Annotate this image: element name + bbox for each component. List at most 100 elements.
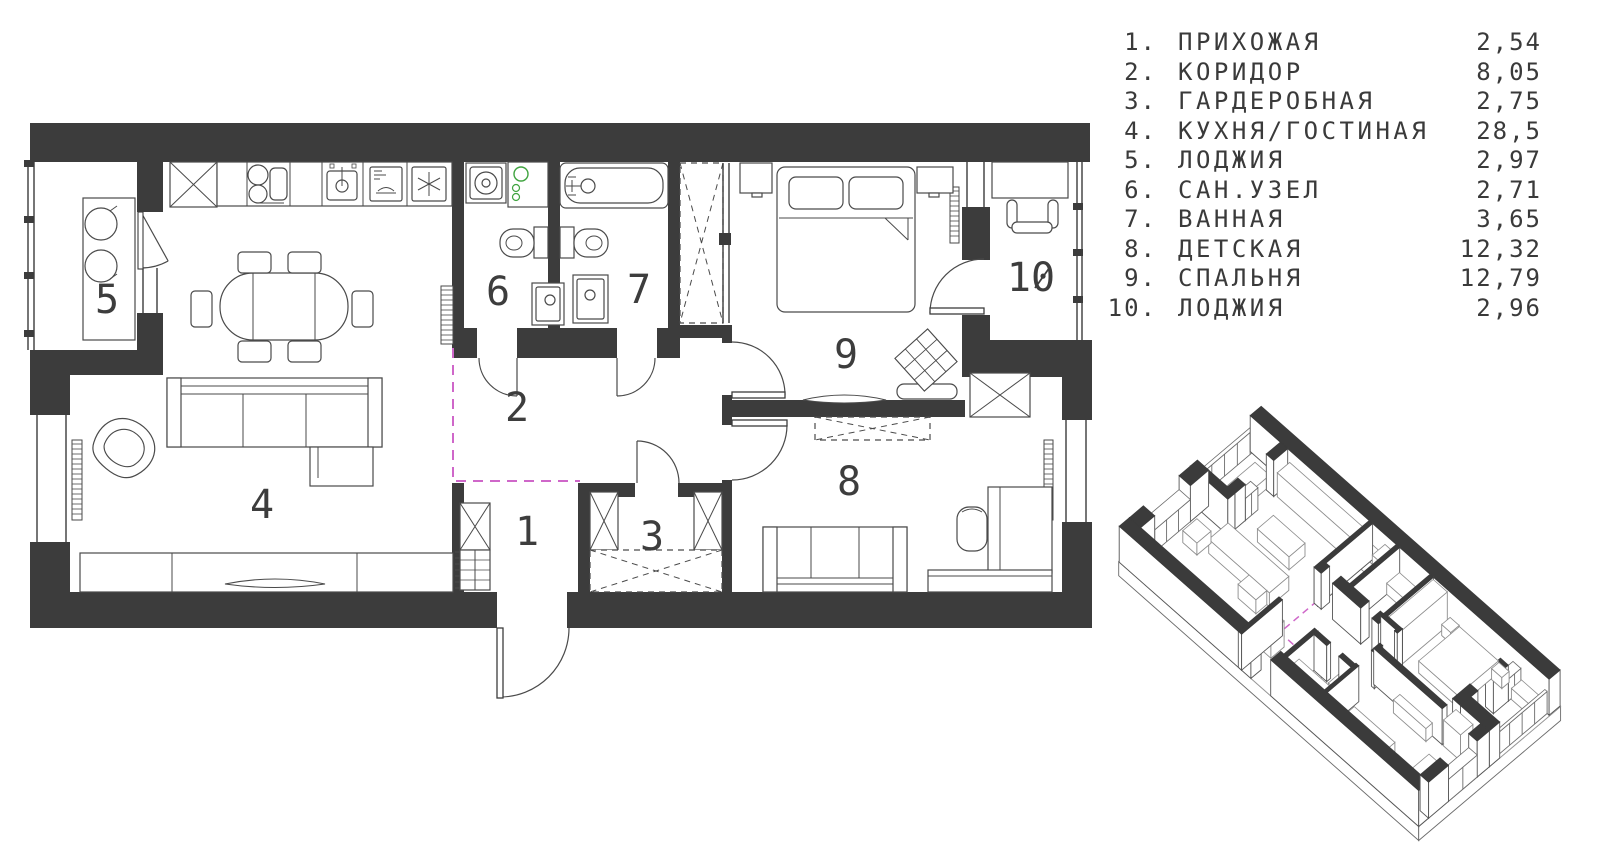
axon-face <box>1178 459 1210 487</box>
furniture <box>219 272 349 341</box>
tv <box>224 578 326 589</box>
wall <box>1062 377 1092 420</box>
legend-row: 7. ВАННАЯ 3,65 <box>1058 205 1542 235</box>
furniture <box>309 446 374 487</box>
legend-room-number: 5. <box>1124 146 1157 174</box>
legend-room-area: 2,75 <box>1476 87 1542 115</box>
room-label-2: 2 <box>505 385 529 431</box>
legend-room-area: 2,71 <box>1476 175 1542 204</box>
wall <box>452 328 477 358</box>
sofa-armrest <box>367 377 383 448</box>
legend-room-number: 3. <box>1124 87 1157 115</box>
legend-room-number: 9. <box>1124 264 1157 292</box>
wall <box>668 162 680 328</box>
legend-room-name: СПАЛЬНЯ <box>1178 264 1304 292</box>
axon-face <box>1313 559 1331 574</box>
legend-room-name: ВАННАЯ <box>1178 205 1286 233</box>
door-leaf <box>496 627 504 699</box>
room-label-3: 3 <box>640 514 664 560</box>
legend-room-area: 3,65 <box>1476 205 1542 233</box>
boiler <box>511 183 521 193</box>
furniture <box>190 290 213 328</box>
furniture-line <box>417 177 441 191</box>
legend-room-name: КУХНЯ/ГОСТИНАЯ <box>1178 116 1430 145</box>
axon-face <box>1393 625 1404 634</box>
furniture <box>533 226 549 259</box>
cabinet-cross <box>589 491 619 551</box>
furniture <box>848 176 904 210</box>
wall <box>30 542 70 592</box>
furniture-circle <box>247 164 269 186</box>
door-leaf <box>731 419 788 427</box>
wall <box>722 325 732 343</box>
axon-face <box>1442 708 1474 736</box>
axon-face <box>1249 405 1561 680</box>
boiler <box>511 192 521 202</box>
axon-face <box>1265 453 1275 498</box>
axon-face <box>1313 630 1332 647</box>
furniture <box>788 176 844 210</box>
radiator <box>71 439 83 521</box>
legend-room-area: 12,79 <box>1459 264 1542 292</box>
axon-face <box>1182 518 1212 544</box>
furniture <box>762 526 908 593</box>
axon-face <box>1313 566 1322 611</box>
furniture <box>991 161 1069 199</box>
door-arc <box>478 357 518 397</box>
furniture <box>269 167 288 201</box>
legend-room-area: 2,96 <box>1476 293 1542 322</box>
legend-room-area: 28,5 <box>1476 116 1542 145</box>
legend-room-name: КОРИДОР <box>1178 57 1304 86</box>
furniture <box>377 187 395 192</box>
window <box>962 162 990 207</box>
door-arc <box>636 440 680 484</box>
wall <box>137 313 163 350</box>
chair-grid <box>894 328 958 392</box>
wall <box>668 325 732 338</box>
furniture-line <box>109 273 118 280</box>
axon-face <box>1326 641 1332 683</box>
axon-face <box>1331 575 1370 609</box>
sofa-armrest <box>762 526 778 593</box>
door-leaf <box>731 391 786 399</box>
furniture-circle <box>248 184 268 204</box>
door-arc <box>731 424 788 481</box>
door-arc <box>140 260 169 269</box>
wall <box>137 162 163 212</box>
legend-room-number: 7. <box>1124 205 1157 233</box>
legend-room-area: 2,54 <box>1476 28 1542 56</box>
legend-room-name: ПРИХОЖАЯ <box>1178 28 1322 56</box>
furniture <box>351 290 374 328</box>
axon-face <box>1265 441 1289 462</box>
legend-room-number: 10. <box>1107 293 1157 322</box>
furniture <box>237 340 272 363</box>
axon-face <box>1237 574 1268 601</box>
tv <box>802 394 887 404</box>
cabinet-cross <box>459 502 491 551</box>
legend-room-area: 2,97 <box>1476 146 1542 174</box>
furniture <box>499 228 535 258</box>
door-leaf <box>140 211 169 262</box>
legend-room-area: 8,05 <box>1476 57 1542 86</box>
furniture <box>351 163 357 169</box>
cabinet-cross <box>589 549 723 593</box>
furniture <box>329 163 335 169</box>
wall <box>30 592 497 628</box>
furniture <box>287 340 322 363</box>
room-label-10: 10 <box>1007 255 1055 301</box>
room-label-9: 9 <box>834 332 858 378</box>
legend-room-name: ЛОДЖИЯ <box>1178 293 1286 322</box>
cabinet-cross <box>693 491 723 551</box>
furniture <box>927 569 1053 593</box>
window <box>1062 420 1092 522</box>
window-mullion <box>1073 203 1083 210</box>
window-mullion <box>24 216 34 223</box>
furniture-circle <box>584 289 596 301</box>
axon-face <box>1468 722 1490 742</box>
